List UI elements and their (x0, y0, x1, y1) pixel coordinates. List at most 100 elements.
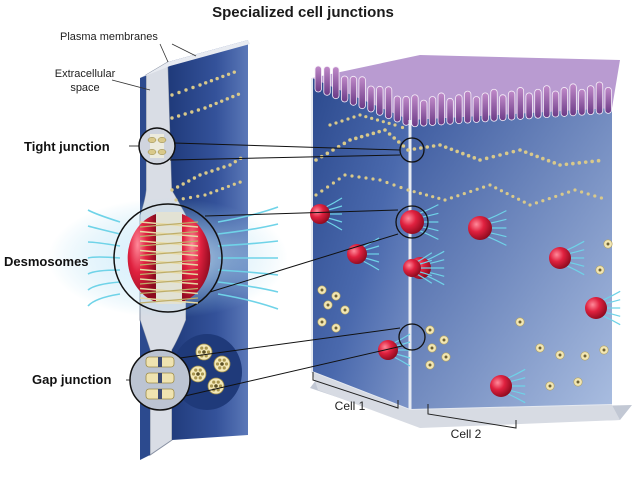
desmosome-connector (209, 233, 399, 293)
circle-magnifier-icon (395, 205, 429, 239)
cadherin-links (139, 221, 199, 304)
junction-bead (233, 159, 238, 164)
connexon-pore (202, 350, 206, 354)
desmosome-gap (156, 212, 182, 304)
junction-bead (541, 199, 545, 203)
connexon-pore (334, 326, 338, 330)
desmosome-sphere (347, 244, 367, 264)
microvillus (604, 87, 612, 114)
junction-bead (560, 192, 564, 196)
microvillus (428, 96, 437, 126)
junction-bead (456, 194, 460, 198)
microvillus (332, 66, 340, 100)
microvillus (340, 75, 349, 103)
junction-bead (364, 176, 368, 180)
cadherin-link (139, 240, 199, 247)
connexon-pore (343, 308, 347, 312)
cadherin-link (139, 230, 199, 238)
junction-bead (176, 114, 181, 118)
microvillus (411, 94, 419, 128)
microvillus (551, 90, 560, 118)
junction-bead (170, 188, 174, 192)
junction-bead (583, 160, 588, 164)
junction-bead (331, 148, 335, 152)
junction-bead (547, 196, 551, 201)
junction-bead (472, 156, 477, 160)
junction-bead (541, 156, 545, 161)
filament (418, 229, 439, 240)
circle-magnifier-icon (398, 323, 426, 351)
junction-bead (554, 194, 558, 199)
junction-bead (220, 186, 225, 191)
microvillus (323, 65, 331, 96)
connexon-pore (196, 372, 200, 376)
tight-junction-protein (147, 137, 157, 143)
junction-bead (370, 116, 374, 120)
junction-bead (371, 131, 376, 136)
microvillus (578, 88, 586, 116)
microvillus (384, 86, 393, 120)
label-cell1: Cell 1 (335, 399, 366, 413)
connexon-pore (320, 320, 324, 324)
junction-bead (586, 192, 590, 196)
junction-bead (438, 143, 442, 147)
junction-bead (455, 149, 459, 154)
junction-bead (431, 195, 435, 199)
junction-bead (504, 151, 509, 156)
connexin-subunit (216, 380, 220, 384)
junction-bead (354, 136, 358, 141)
junction-bead (481, 185, 486, 189)
junction-bead (546, 158, 551, 163)
junction-strands-block (314, 113, 604, 207)
label-extracellular: Extracellular (55, 68, 116, 80)
junction-bead (528, 203, 532, 207)
microvillus (525, 92, 533, 120)
channel-gap (158, 389, 162, 399)
connexin-subunit (204, 354, 208, 358)
junction-bead (190, 110, 194, 114)
junction-bead (359, 134, 364, 139)
microvillus (314, 65, 322, 93)
filament (325, 197, 343, 208)
junction-bead (181, 182, 185, 186)
microvillus (376, 85, 384, 116)
junction-bead (183, 112, 187, 116)
junction-bead (393, 123, 397, 127)
connexon-pore (320, 288, 324, 292)
junction-bead (198, 83, 202, 87)
connexon-pore (326, 303, 330, 307)
junction-bead (593, 194, 597, 198)
microvillus (534, 88, 542, 119)
junction-bead (475, 187, 479, 191)
microvillus (481, 92, 489, 123)
filament (507, 368, 526, 379)
microvillus (569, 83, 577, 117)
microvillus (437, 92, 445, 126)
junction-bead (170, 116, 174, 120)
junction-bead (231, 94, 235, 99)
label-tight-junction: Tight junction (24, 139, 110, 154)
junction-bead (505, 191, 509, 196)
desmosome-sphere (310, 204, 330, 224)
cadherin-link (139, 249, 199, 257)
junction-bead (228, 163, 232, 167)
filament (217, 223, 279, 235)
filament (507, 393, 526, 404)
label-extracellular-space: space (70, 82, 99, 94)
filament (566, 265, 585, 276)
junction-bead (596, 158, 601, 163)
connexon-pore (548, 384, 552, 388)
junction-bead (564, 162, 569, 167)
filament (87, 209, 121, 223)
connexon-pore (602, 348, 606, 352)
connexin-subunit (194, 368, 198, 372)
filament (417, 252, 433, 263)
connexin-subunit (209, 384, 214, 388)
leader-plasma-membranes (159, 43, 169, 63)
junction-bead (232, 70, 236, 74)
junction-bead (491, 154, 496, 159)
block-desmosomes (310, 197, 621, 404)
junction-bead (184, 88, 188, 92)
junction-bead (418, 191, 422, 195)
